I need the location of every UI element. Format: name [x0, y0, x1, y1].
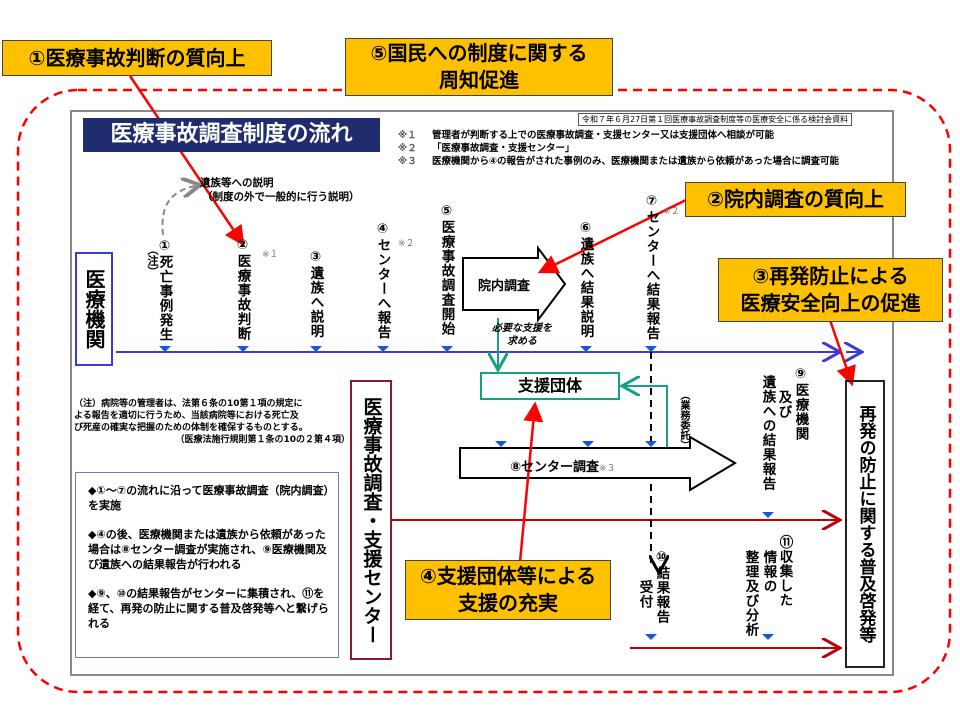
- step-11-b: 情報の: [760, 550, 777, 594]
- center-investigation-text: ⑧センター調査: [510, 460, 600, 475]
- callout-text: ①医療事故判断の質向上: [28, 45, 246, 70]
- explanation-line: 遺族等への説明: [200, 177, 274, 189]
- support-org-box: 支援団体: [480, 372, 620, 400]
- callout-text: ③再発防止による: [752, 264, 909, 288]
- center-investigation-note: ※３: [599, 464, 616, 474]
- step-4-note: ※２: [398, 239, 415, 249]
- callout-4: ④支援団体等による支援の充実: [405, 560, 611, 620]
- callout-3: ③再発防止による医療安全向上の促進: [718, 258, 943, 322]
- internal-investigation-label: 院内調査: [478, 279, 531, 294]
- callout-text: ②院内調査の質向上: [707, 187, 884, 211]
- summary-box: ◆①〜⑦の流れに沿って医療事故調査（院内調査）を実施 ◆④の後、医療機関または遺…: [75, 472, 339, 658]
- notes: ※１ 管理者が判断する上での医療事故調査・支援センター又は支援団体へ相談が可能 ※…: [398, 129, 839, 168]
- callout-text: 周知促進: [439, 68, 519, 92]
- callout-1: ①医療事故判断の質向上: [2, 40, 272, 76]
- reference-label: 令和７年６月27日第１回医療事故調査制度等の医療安全に係る検討会資料: [578, 113, 853, 126]
- note-mark: ※３: [398, 156, 417, 167]
- support-request-label: 必要な支援を 求める: [492, 322, 552, 348]
- note-text: 医療機関から④の報告がされた事例のみ、医療機関または遺族から依頼があった場合に調…: [432, 156, 840, 167]
- summary-item: ◆④の後、医療機関または遺族から依頼があった場合は⑧センター調査が実施され、⑨医…: [88, 528, 327, 571]
- note-mark-label: （注）: [146, 244, 159, 277]
- center-investigation-label: ⑧センター調査※３: [510, 456, 616, 475]
- footnote-line: よる報告を適切に行うため、当該病院等における死亡及: [74, 411, 299, 421]
- note-text: 管理者が判断する上での医療事故調査・支援センター又は支援団体へ相談が可能: [432, 130, 775, 141]
- step-5: ⑤医療事故調査開始: [438, 203, 455, 336]
- step-9-b: 及び: [775, 390, 792, 419]
- summary-item: ◆⑨、⑩の結果報告がセンターに集積され、⑪を経て、再発の防止に関する普及啓発等へ…: [88, 587, 329, 630]
- center-box: 医療事故調査・支援センター: [350, 380, 392, 660]
- step-9-a: ⑨医療機関: [792, 366, 809, 441]
- footnote: （注）病院等の管理者は、法第６条の10第１項の規定に よる報告を適切に行うため、…: [74, 398, 350, 446]
- note-mark: ※２: [398, 143, 417, 154]
- support-request-line: 必要な支援を: [492, 323, 552, 334]
- note-text: 「医療事故調査・支援センター」: [432, 143, 575, 154]
- callout-text: ⑤国民への制度に関する: [370, 41, 588, 65]
- step-4: ④センターへ報告: [374, 221, 391, 340]
- step-9-c: 遺族への結果報告: [759, 375, 776, 491]
- step-1: ①死亡事例発生: [156, 238, 173, 342]
- footnote-line: び死産の確実な把握のための体制を確保するものとする。: [74, 423, 308, 433]
- callout-2: ②院内調査の質向上: [685, 182, 906, 217]
- step-10-b: 受付: [636, 580, 653, 609]
- step-2: ②医療事故判断: [234, 237, 251, 341]
- step-11-c: 整理及び分析: [742, 550, 759, 637]
- footnote-line: （注）病院等の管理者は、法第６条の10第１項の規定に: [74, 399, 303, 409]
- summary-item: ◆①〜⑦の流れに沿って医療事故調査（院内調査）を実施: [88, 484, 330, 512]
- explanation-line: （制度の外で一般的に行う説明）: [202, 191, 360, 203]
- slide-frame: [70, 110, 894, 676]
- prevention-box: 再発の防止に関する普及啓発等: [845, 380, 885, 668]
- step-3: ③遺族へ説明: [307, 249, 324, 339]
- callout-text: 支援の充実: [458, 591, 558, 615]
- note-mark: ※１: [398, 130, 417, 141]
- page-title: 医療事故調査制度の流れ: [83, 118, 380, 152]
- step-11-a: ⑪収集した: [776, 535, 793, 608]
- medical-institution-box: 医療機関: [75, 252, 113, 366]
- footnote-line: （医療法施行規則第１条の10の２第４項）: [175, 435, 350, 445]
- step-2-note: ※１: [262, 250, 279, 260]
- callout-text: ④支援団体等による: [419, 564, 597, 588]
- step-10-a: ⑩結果報告: [653, 549, 670, 624]
- callout-5: ⑤国民への制度に関する周知促進: [345, 38, 613, 96]
- outsourcing-label: （業務委託）: [678, 390, 689, 450]
- step-6: ⑥遺族へ結果説明: [577, 220, 594, 339]
- callout-text: 医療安全向上の促進: [740, 291, 921, 315]
- step-7: ⑦センターへ結果報告: [643, 193, 660, 341]
- support-request-line: 求める: [507, 336, 537, 347]
- step-7-note: ※２: [663, 207, 680, 217]
- explanation-note: 遺族等への説明 （制度の外で一般的に行う説明）: [200, 176, 360, 204]
